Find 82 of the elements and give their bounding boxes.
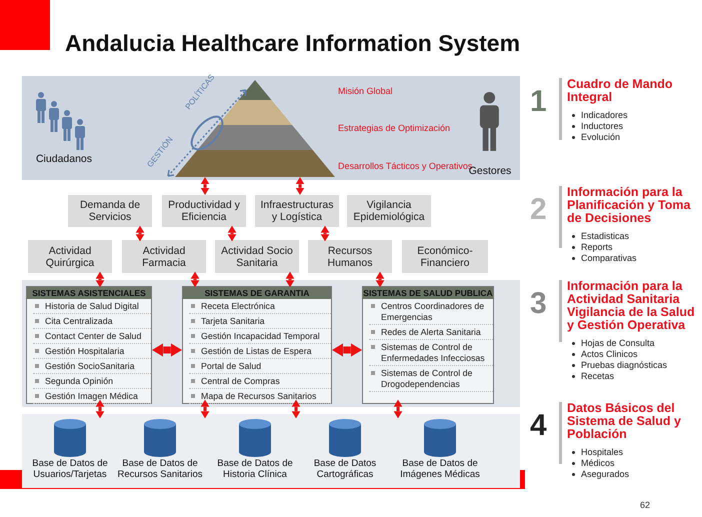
arrow — [201, 177, 209, 195]
panel-header: SISTEMAS ASISTENCIALES — [27, 287, 151, 299]
section-heading: Información para la Actividad Sanitaria Vigilancia de la Salud y Gestión Operativa — [567, 280, 696, 332]
list-item: Gestión Hospitalaria — [33, 344, 151, 359]
bullet-item: Estadisticas — [571, 231, 700, 242]
arrow — [296, 177, 304, 195]
bullet-item: Indicadores — [571, 110, 700, 121]
arrow — [376, 272, 384, 288]
arrow — [201, 400, 209, 418]
block-arrow — [152, 344, 182, 356]
list-item: Receta Electrónica — [189, 299, 331, 314]
bullet-item: Médicos — [571, 458, 700, 469]
list-item: Centros Coordinadores de Emergencias — [369, 299, 493, 325]
category-box: Demanda de Servicios — [68, 195, 152, 227]
category-box: Actividad Quirúrgica — [28, 240, 112, 273]
list-item: Gestión SocioSanitaria — [33, 359, 151, 374]
slide-title: Andalucia Healthcare Information System — [65, 30, 520, 57]
list-item: Tarjeta Sanitaria — [189, 314, 331, 329]
page-number: 62 — [640, 500, 650, 510]
list-item: Redes de Alerta Sanitaria — [369, 325, 493, 340]
list-item: Gestión Imagen Médica — [33, 389, 151, 404]
arrow — [292, 400, 300, 418]
panel-header: SISTEMAS DE SALUD PUBLICA — [363, 287, 493, 299]
pyramid-level-label: Misión Global — [338, 86, 393, 96]
section-number: 1 — [530, 86, 547, 118]
section-heading: Datos Básicos del Sistema de Salud y Población — [567, 402, 682, 441]
database-caption: Base de Datos de Imágenes Médicas — [399, 458, 481, 480]
list-item: Cita Centralizada — [33, 314, 151, 329]
section-heading: Cuadro de Mando Integral — [567, 78, 674, 104]
section-number: 4 — [530, 410, 547, 442]
bullet-item: Hojas de Consulta — [571, 338, 700, 349]
database-caption: Base de Datos de Usuarios/Tarjetas — [31, 458, 109, 480]
list-item: Sistemas de Control de Enfermedades Infecciosas — [369, 340, 493, 366]
category-box: Infraestructuras y Logística — [255, 195, 339, 227]
bullet-item: Inductores — [571, 121, 700, 132]
bullet-item: Pruebas diagnósticas — [571, 360, 700, 371]
database-caption: Base de Datos Cartográficas — [312, 458, 378, 480]
arrow — [228, 226, 236, 242]
category-box: Recursos Humanos — [308, 240, 392, 273]
category-box: Económico-Financiero — [402, 240, 488, 273]
list-item: Sistemas de Control de Drogodependencias — [369, 366, 493, 392]
category-box: Actividad Socio Sanitaria — [215, 240, 299, 273]
bullet-item: Comparativas — [571, 253, 700, 264]
panel-header: SISTEMAS DE GARANTIA — [183, 287, 331, 299]
database-caption: Base de Datos de Recursos Sanitarios — [116, 458, 204, 480]
category-box: Productividad y Eficiencia — [162, 195, 246, 227]
arrow — [96, 400, 104, 418]
arrow — [96, 272, 104, 288]
system-panel — [182, 286, 332, 404]
section-band — [22, 76, 520, 180]
list-item: Portal de Salud — [189, 359, 331, 374]
section-number: 2 — [530, 194, 547, 226]
category-box: Actividad Farmacia — [122, 240, 206, 273]
system-panel — [26, 286, 152, 404]
arrow — [191, 272, 199, 288]
arrow — [286, 272, 294, 288]
bullet-item: Hospitales — [571, 447, 700, 458]
section-heading: Información para la Planificación y Toma de Decisiones — [567, 186, 692, 225]
section-band — [22, 414, 520, 488]
list-item: Segunda Opinión — [33, 374, 151, 389]
bullet-item: Evolución — [571, 132, 700, 143]
list-item: Contact Center de Salud — [33, 329, 151, 344]
section-number: 3 — [530, 288, 547, 320]
list-item: Historia de Salud Digital — [33, 299, 151, 314]
database-caption: Base de Datos de Historia Clínica — [216, 458, 294, 480]
arrow — [394, 400, 402, 418]
list-item: Central de Compras — [189, 374, 331, 389]
bullet-item: Actos Clinicos — [571, 349, 700, 360]
figure-caption: Ciudadanos — [34, 154, 94, 165]
list-item: Gestión de Listas de Espera — [189, 344, 331, 359]
system-panel — [362, 286, 494, 404]
list-item: Gestión Incapacidad Temporal — [189, 329, 331, 344]
pyramid-level-label: Estrategias de Optimización — [338, 123, 450, 133]
bullet-item: Reports — [571, 242, 700, 253]
arrow — [321, 226, 329, 242]
section-band — [22, 280, 520, 407]
bullet-item: Recetas — [571, 371, 700, 382]
bullet-item: Asegurados — [571, 469, 700, 480]
list-item: Mapa de Recursos Sanitarios — [189, 389, 331, 404]
block-arrow — [332, 344, 362, 356]
arrow — [136, 226, 144, 242]
category-box: Vigilancia Epidemiológica — [347, 195, 431, 227]
